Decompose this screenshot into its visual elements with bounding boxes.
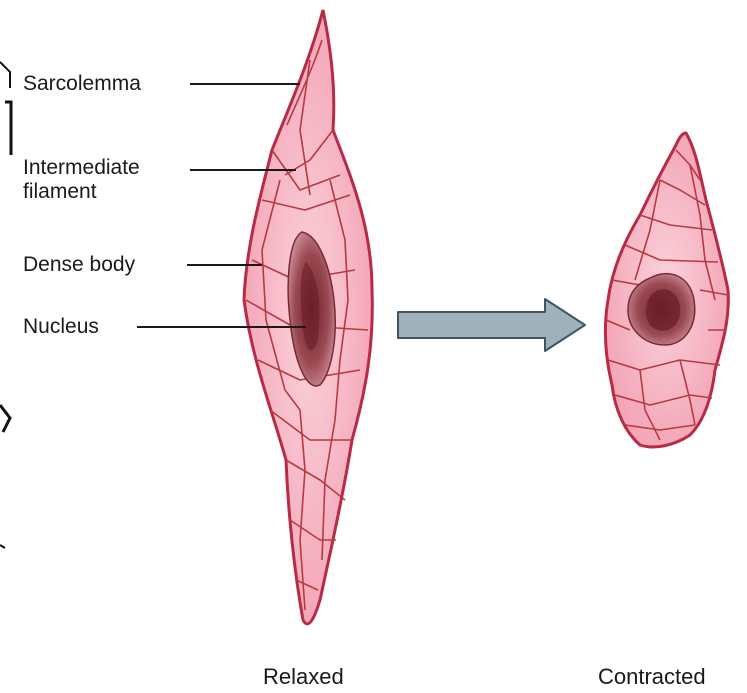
label-dense-body: Dense body: [23, 253, 135, 277]
scan-mark-top: [0, 62, 10, 88]
label-sarcolemma: Sarcolemma: [23, 72, 141, 96]
scan-mark-dash: [0, 545, 5, 548]
contracted-cell: [605, 133, 728, 447]
relaxed-cell: [244, 10, 372, 624]
scan-mark-chevron: [0, 405, 10, 432]
caption-relaxed: Relaxed: [263, 664, 344, 690]
scan-mark-bracket: [5, 102, 11, 155]
caption-contracted: Contracted: [598, 664, 706, 690]
contraction-arrow-icon: [398, 299, 585, 351]
label-intermediate-filament: Intermediate filament: [23, 156, 140, 204]
label-nucleus: Nucleus: [23, 315, 99, 339]
